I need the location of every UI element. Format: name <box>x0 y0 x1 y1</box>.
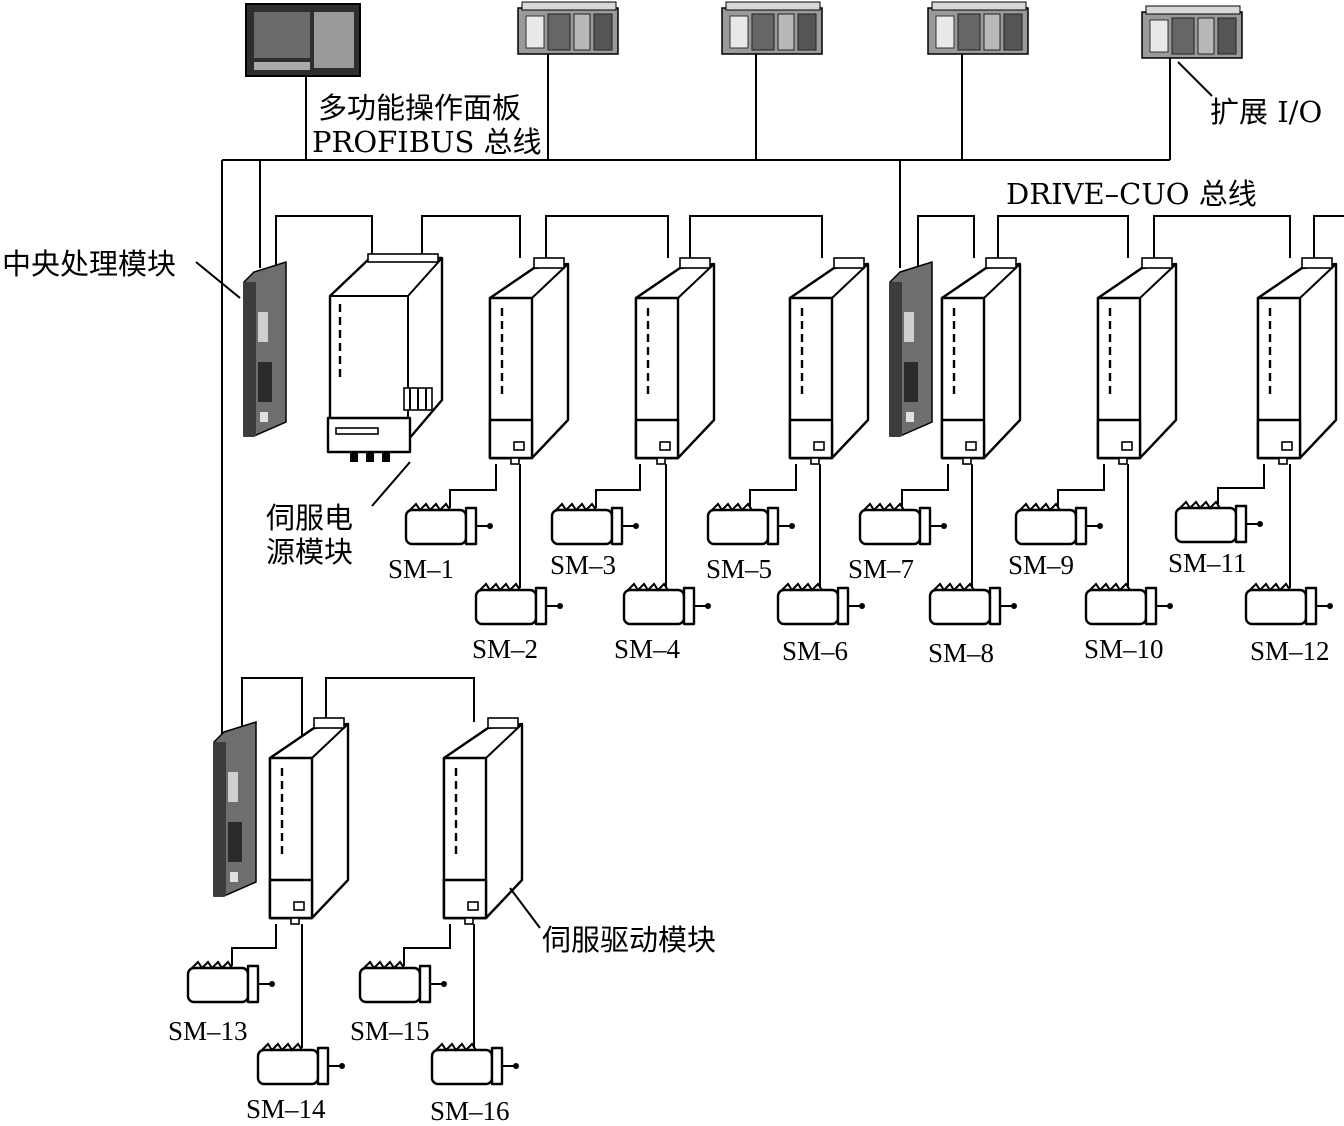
servo-motor-icon <box>256 1042 347 1086</box>
motor-label: SM–4 <box>614 634 681 664</box>
motor-label: SM–8 <box>928 638 995 668</box>
servo-motor-icon <box>928 582 1019 626</box>
servo-motor-icon <box>1174 500 1265 544</box>
drive-label-leader <box>509 887 541 929</box>
motor-label: SM–2 <box>472 634 539 664</box>
servo-motor-icon <box>706 502 797 546</box>
servo-drive-module-icon <box>634 256 716 466</box>
cpu-label-leader <box>195 261 241 299</box>
servo-drive-module-icon <box>940 256 1022 466</box>
io-module-icon <box>517 1 619 55</box>
drive-cuo-bus-label: DRIVE–CUO 总线 <box>1006 177 1257 211</box>
motor-cables <box>231 464 1291 1048</box>
motor-label: SM–12 <box>1250 636 1330 666</box>
motor-label: SM–3 <box>550 550 617 580</box>
expansion-io-label: 扩展 I/O <box>1210 95 1323 129</box>
io-module-icon <box>721 1 823 55</box>
cpu-module-icon <box>213 721 257 897</box>
servo-motor-icon <box>1244 582 1335 626</box>
servo-motor-icon <box>622 582 713 626</box>
servo-drive-module-icon <box>442 716 524 926</box>
servo-motor-icon <box>404 502 495 546</box>
servo-drive-module-icon <box>268 716 350 926</box>
motor-label: SM–14 <box>246 1094 326 1124</box>
servo-power-module-label: 伺服电 <box>266 501 354 535</box>
servo-drive-module-icon <box>788 256 870 466</box>
expansion-io-icon <box>1141 5 1243 59</box>
cpu-module-icon <box>243 261 287 437</box>
cpu-module-icon <box>889 261 933 437</box>
servo-motor-icon <box>358 960 449 1004</box>
servo-drive-module-icon <box>1096 256 1178 466</box>
motor-label: SM–11 <box>1168 548 1247 578</box>
cpu-module-label: 中央处理模块 <box>2 247 177 281</box>
servo-motor-icon <box>186 960 277 1004</box>
servo-motor-icon <box>1084 582 1175 626</box>
servo-motor-icon <box>1014 502 1105 546</box>
servo-drive-module-icon <box>488 256 570 466</box>
operator-panel-label: 多功能操作面板 <box>318 91 522 125</box>
profibus-bus-lines <box>221 54 1213 740</box>
motor-label: SM–6 <box>782 636 849 666</box>
servo-motor-icon <box>474 582 565 626</box>
servo-power-module-label: 源模块 <box>266 535 354 569</box>
motor-label: SM–13 <box>168 1016 248 1046</box>
operator-panel-icon <box>245 3 361 77</box>
servo-motor-icon <box>858 502 949 546</box>
servo-motor-icon <box>550 502 641 546</box>
drive-bus-lines <box>241 215 1344 746</box>
motor-label: SM–5 <box>706 554 773 584</box>
motor-label: SM–10 <box>1084 634 1164 664</box>
motor-label: SM–1 <box>388 554 455 584</box>
servo-drive-module-icon <box>1256 256 1338 466</box>
servo-motor-icon <box>430 1042 521 1086</box>
servo-drive-module-label: 伺服驱动模块 <box>542 923 717 957</box>
motor-label: SM–9 <box>1008 550 1075 580</box>
motor-label: SM–16 <box>430 1096 510 1126</box>
motor-label: SM–7 <box>848 554 915 584</box>
motor-label: SM–15 <box>350 1016 430 1046</box>
servo-power-module-icon <box>326 253 444 507</box>
io-module-icon <box>927 1 1029 55</box>
profibus-bus-label: PROFIBUS 总线 <box>312 125 542 159</box>
servo-motor-icon <box>776 582 867 626</box>
